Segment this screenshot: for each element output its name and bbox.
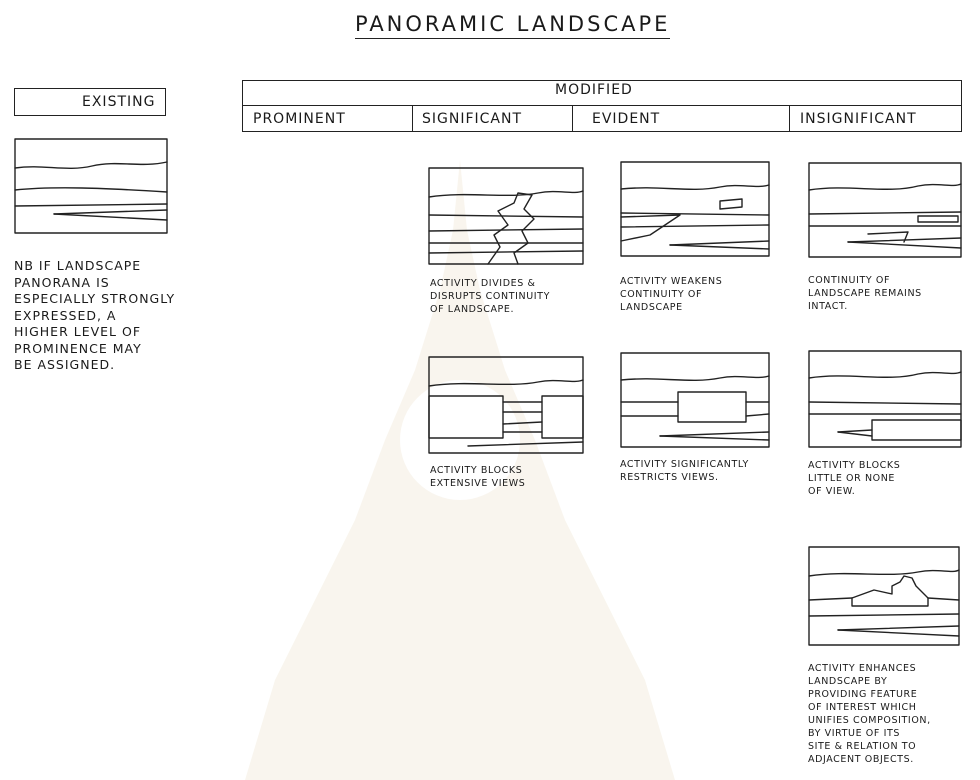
note-line: PROMINENCE MAY [14, 340, 142, 356]
column-divider [572, 105, 573, 132]
column-prominent: PROMINENT [253, 111, 346, 127]
note-line: HIGHER LEVEL OF [14, 324, 142, 339]
modified-header-divider [242, 105, 962, 106]
caption-line: OF VIEW. [808, 486, 856, 497]
note-line: NB IF LANDSCAPE [14, 258, 142, 273]
caption-activity-blocks-extensive: ACTIVITY BLOCKS EXTENSIVE VIEWS [430, 464, 525, 490]
caption-line: DISRUPTS CONTINUITY [430, 291, 550, 302]
caption-line: CONTINUITY OF [620, 289, 703, 300]
existing-header-box [14, 88, 166, 116]
note-line: PANORANA IS [14, 274, 110, 290]
caption-line: ADJACENT OBJECTS. [808, 754, 914, 765]
caption-line: LITTLE OR NONE [808, 473, 896, 484]
caption-line: BY VIRTUE OF ITS [808, 728, 901, 739]
nb-note: NB IF LANDSCAPE PANORANA IS ESPECIALLY S… [14, 258, 175, 374]
caption-line: OF INTEREST WHICH [808, 702, 917, 713]
sketch-activity-blocks-little [808, 350, 962, 448]
page-title: PANORAMIC LANDSCAPE [355, 12, 671, 39]
caption-line: ACTIVITY SIGNIFICANTLY [620, 459, 749, 470]
note-line: BE ASSIGNED. [14, 357, 116, 372]
column-significant: SIGNIFICANT [422, 111, 523, 127]
caption-line: LANDSCAPE [620, 302, 683, 313]
sketch-activity-blocks-extensive [428, 356, 584, 454]
caption-line: OF LANDSCAPE. [430, 304, 515, 315]
existing-label: EXISTING [82, 94, 156, 110]
caption-line: RESTRICTS VIEWS. [620, 472, 719, 483]
sketch-activity-divides [428, 167, 584, 265]
caption-line: CONTINUITY OF [808, 275, 891, 286]
caption-line: LANDSCAPE BY [808, 676, 888, 687]
caption-line: ACTIVITY BLOCKS [808, 460, 901, 471]
caption-line: ACTIVITY DIVIDES & [430, 278, 536, 289]
column-divider [412, 105, 413, 132]
existing-landscape-sketch [14, 138, 168, 234]
modified-label: MODIFIED [555, 82, 633, 98]
column-evident: EVIDENT [592, 111, 661, 127]
caption-line: ACTIVITY WEAKENS [620, 276, 723, 287]
caption-line: UNIFIES COMPOSITION, [808, 715, 931, 726]
sketch-continuity-intact [808, 162, 962, 258]
caption-line: SITE & RELATION TO [808, 741, 917, 752]
caption-activity-divides: ACTIVITY DIVIDES & DISRUPTS CONTINUITY O… [430, 277, 550, 316]
sketch-activity-weakens [620, 161, 770, 257]
caption-line: LANDSCAPE REMAINS [808, 288, 922, 299]
note-line: EXPRESSED, A [14, 307, 117, 323]
column-insignificant: INSIGNIFICANT [800, 111, 917, 127]
modified-header-box [242, 80, 962, 132]
caption-line: ACTIVITY ENHANCES [808, 663, 917, 674]
sketch-activity-restricts [620, 352, 770, 448]
caption-continuity-intact: CONTINUITY OF LANDSCAPE REMAINS INTACT. [808, 274, 922, 313]
caption-activity-weakens: ACTIVITY WEAKENS CONTINUITY OF LANDSCAPE [620, 275, 722, 314]
caption-activity-enhances: ACTIVITY ENHANCES LANDSCAPE BY PROVIDING… [808, 662, 931, 766]
caption-line: INTACT. [808, 301, 848, 312]
note-line: ESPECIALLY STRONGLY [14, 291, 176, 306]
caption-activity-restricts: ACTIVITY SIGNIFICANTLY RESTRICTS VIEWS. [620, 458, 749, 484]
column-divider [789, 105, 790, 132]
caption-activity-blocks-little: ACTIVITY BLOCKS LITTLE OR NONE OF VIEW. [808, 459, 900, 498]
caption-line: PROVIDING FEATURE [808, 689, 918, 700]
caption-line: ACTIVITY BLOCKS [430, 465, 523, 476]
watermark-image [245, 160, 675, 780]
caption-line: EXTENSIVE VIEWS [430, 478, 526, 489]
sketch-activity-enhances [808, 546, 960, 646]
